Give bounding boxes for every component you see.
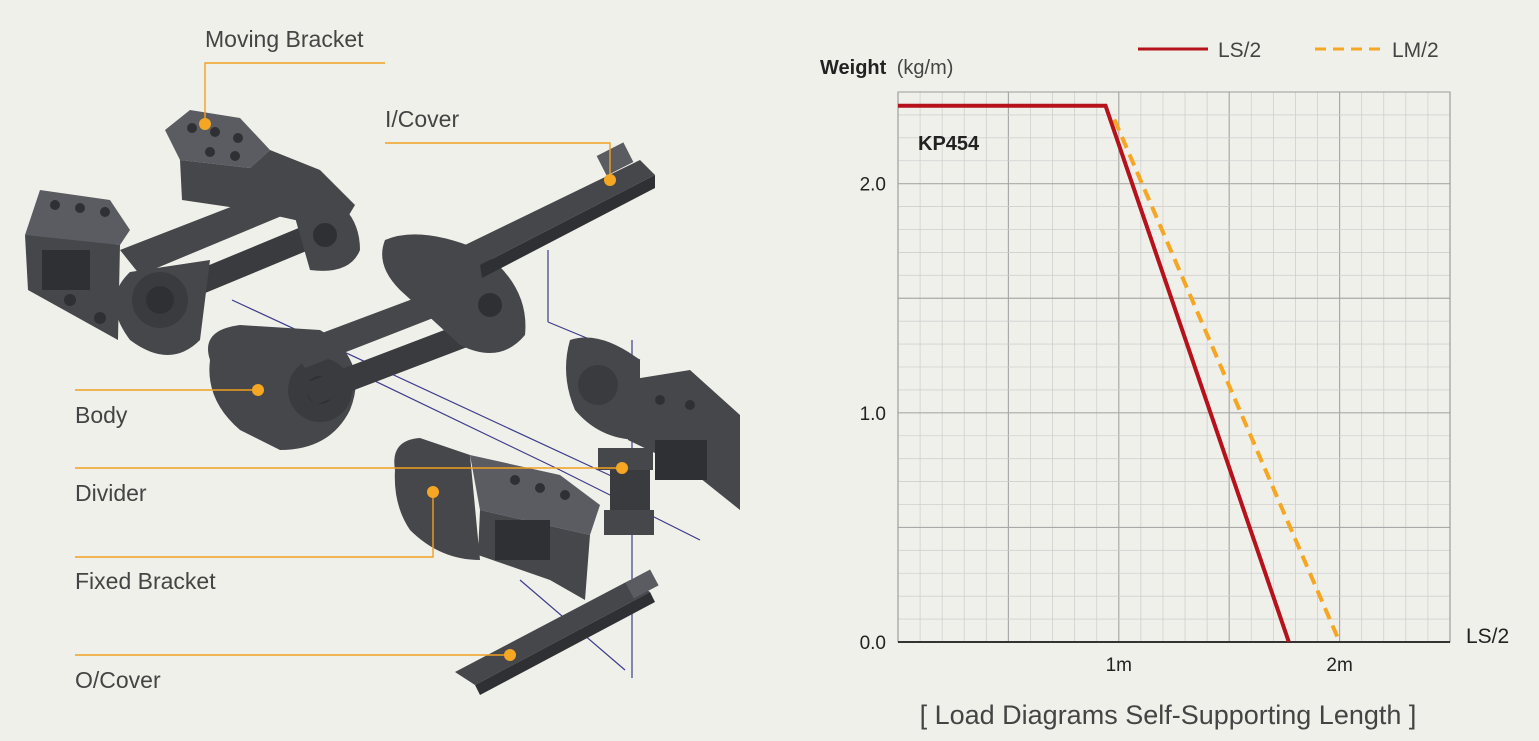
series-line-lm [1112, 118, 1342, 643]
label-o-cover: O/Cover [75, 667, 161, 693]
y-tick-label: 0.0 [860, 633, 886, 654]
legend-label-ls: LS/2 [1218, 39, 1261, 62]
series-line-ls [898, 103, 1291, 643]
label-body: Body [75, 402, 128, 428]
leader-dots [199, 118, 628, 661]
fixed-bracket-part [394, 438, 600, 600]
right-end-bracket-part [566, 337, 740, 510]
label-fixed-bracket: Fixed Bracket [75, 568, 216, 594]
x-tick-label: 1m [1106, 655, 1132, 676]
y-axis-title: Weight (kg/m) [820, 57, 953, 79]
divider-part [598, 448, 654, 535]
chart-annotation-model: KP454 [918, 133, 980, 155]
chart-grid [897, 91, 1451, 643]
legend-label-lm: LM/2 [1392, 39, 1439, 62]
leader-lines [75, 62, 622, 656]
chart-ticks: 0.0 1.0 2.0 1m 2m [860, 175, 1353, 676]
first-link-part [115, 180, 360, 355]
y-tick-label: 1.0 [860, 404, 886, 425]
label-i-cover: I/Cover [385, 106, 459, 132]
label-moving-bracket: Moving Bracket [205, 26, 364, 52]
plot-frame [897, 91, 1451, 643]
label-divider: Divider [75, 480, 147, 506]
x-tick-label: 2m [1326, 655, 1352, 676]
y-axis-title-unit: (kg/m) [897, 57, 954, 79]
exploded-parts-diagram: Moving Bracket I/Cover Body Divider Fixe… [25, 26, 740, 695]
chart-caption: [ Load Diagrams Self-Supporting Length ] [920, 700, 1417, 730]
chart-series [898, 103, 1342, 643]
y-axis-title-bold: Weight [820, 57, 887, 79]
o-cover-part [455, 569, 659, 695]
i-cover-part [465, 142, 655, 278]
chart-legend: LS/2 LM/2 [1138, 39, 1439, 62]
left-end-bracket-part [25, 190, 130, 340]
x-axis-title: LS/2 [1466, 625, 1509, 648]
y-tick-label: 2.0 [860, 175, 886, 196]
